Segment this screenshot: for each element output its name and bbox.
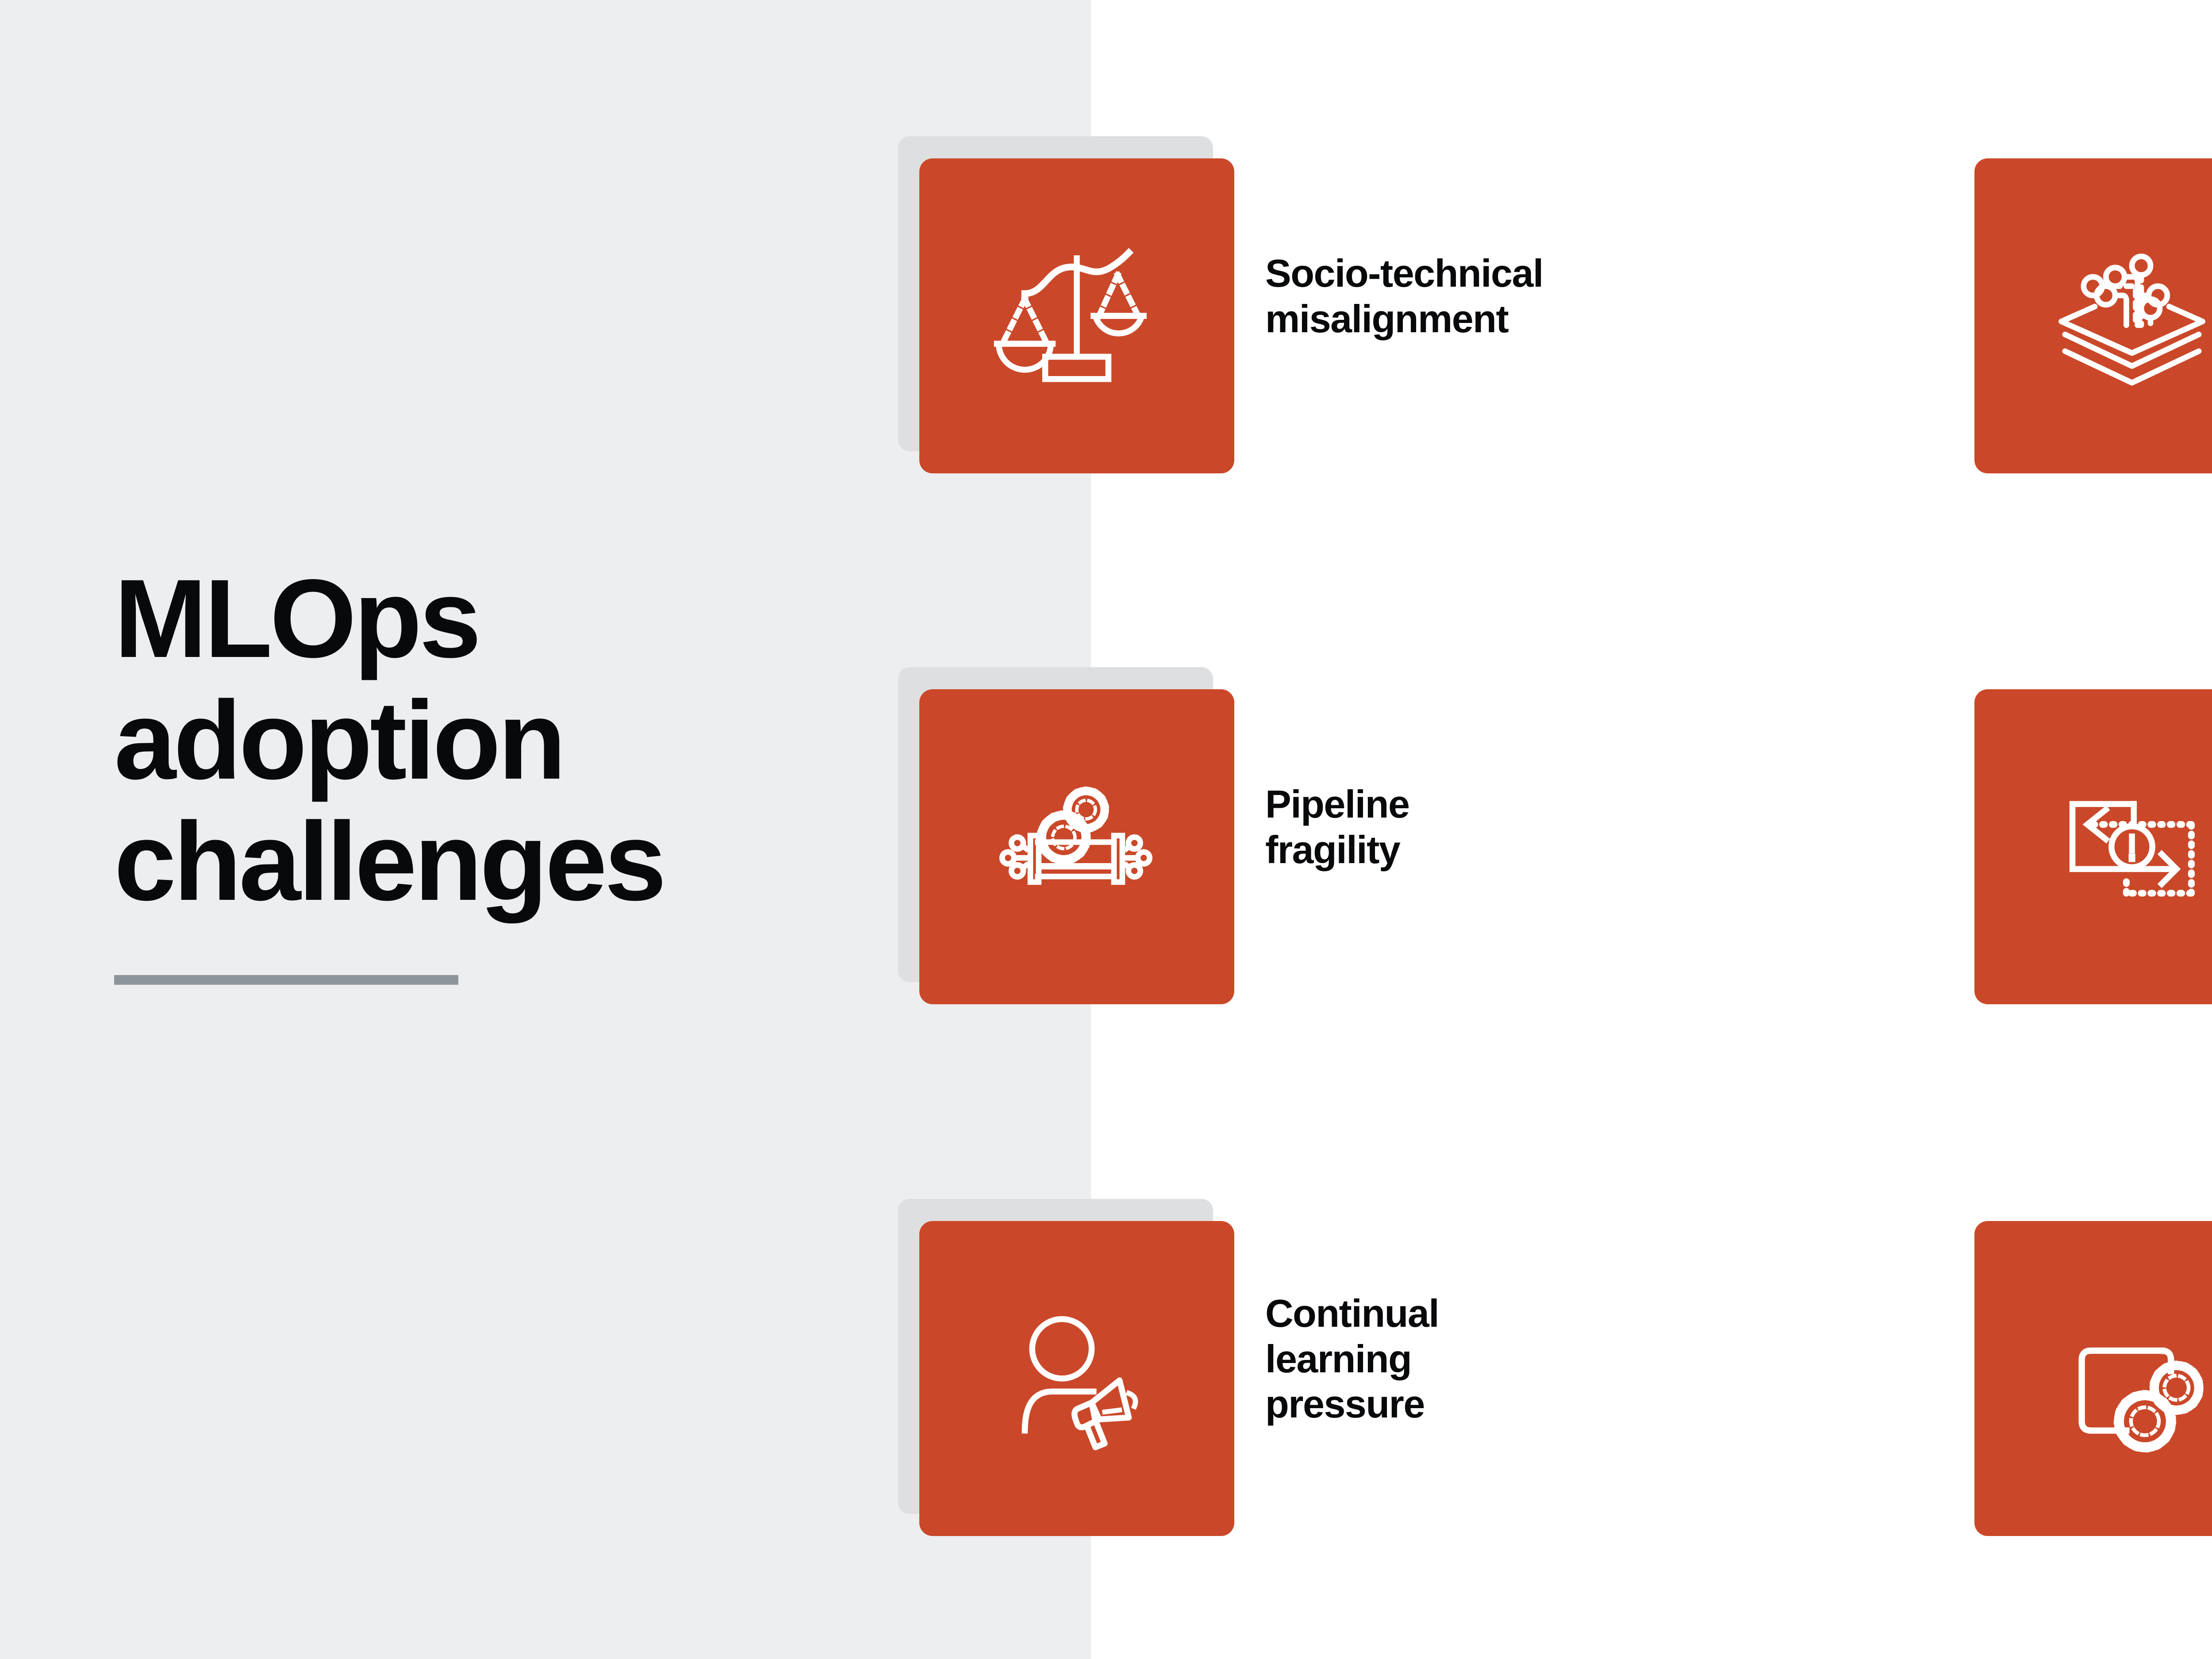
balance-scales-icon [984,223,1170,409]
icon-card [1974,689,2212,1004]
frame-gears-icon [2039,1286,2212,1471]
challenge-item-pipeline-fragility[interactable]: Pipeline fragility [889,659,1410,1004]
icon-card [919,158,1234,473]
layers-network-icon [2039,223,2212,409]
icon-card-wrapper [1944,659,2212,1004]
challenge-item-automation-boundaries[interactable]: Automation boundaries [1944,1191,2212,1536]
challenge-item-socio-technical-misalignment[interactable]: Socio-technical misalignment [889,128,1544,473]
migration-arrows-warning-icon [2039,754,2212,940]
challenge-label: Socio-technical misalignment [1265,251,1544,341]
icon-card [1974,1221,2212,1536]
challenge-item-platform-complexity[interactable]: Platform complexity [1944,128,2212,473]
title-block: MLOps adoption challenges [114,558,866,985]
icon-card [1974,158,2212,473]
challenge-item-continual-learning-pressure[interactable]: Continual learning pressure [889,1191,1440,1536]
icon-card-wrapper [889,1191,1234,1536]
challenge-label: Pipeline fragility [1265,782,1410,872]
challenge-label: Continual learning pressure [1265,1291,1440,1426]
icon-card-wrapper [889,659,1234,1004]
icon-card [919,1221,1234,1536]
title-divider [114,975,458,985]
pipeline-gears-icon [984,754,1170,940]
icon-card-wrapper [889,128,1234,473]
icon-card [919,689,1234,1004]
person-megaphone-icon [984,1286,1170,1471]
icon-card-wrapper [1944,1191,2212,1536]
challenge-item-migration-friction[interactable]: Migration friction [1944,659,2212,1004]
page-title: MLOps adoption challenges [114,557,667,924]
icon-card-wrapper [1944,128,2212,473]
